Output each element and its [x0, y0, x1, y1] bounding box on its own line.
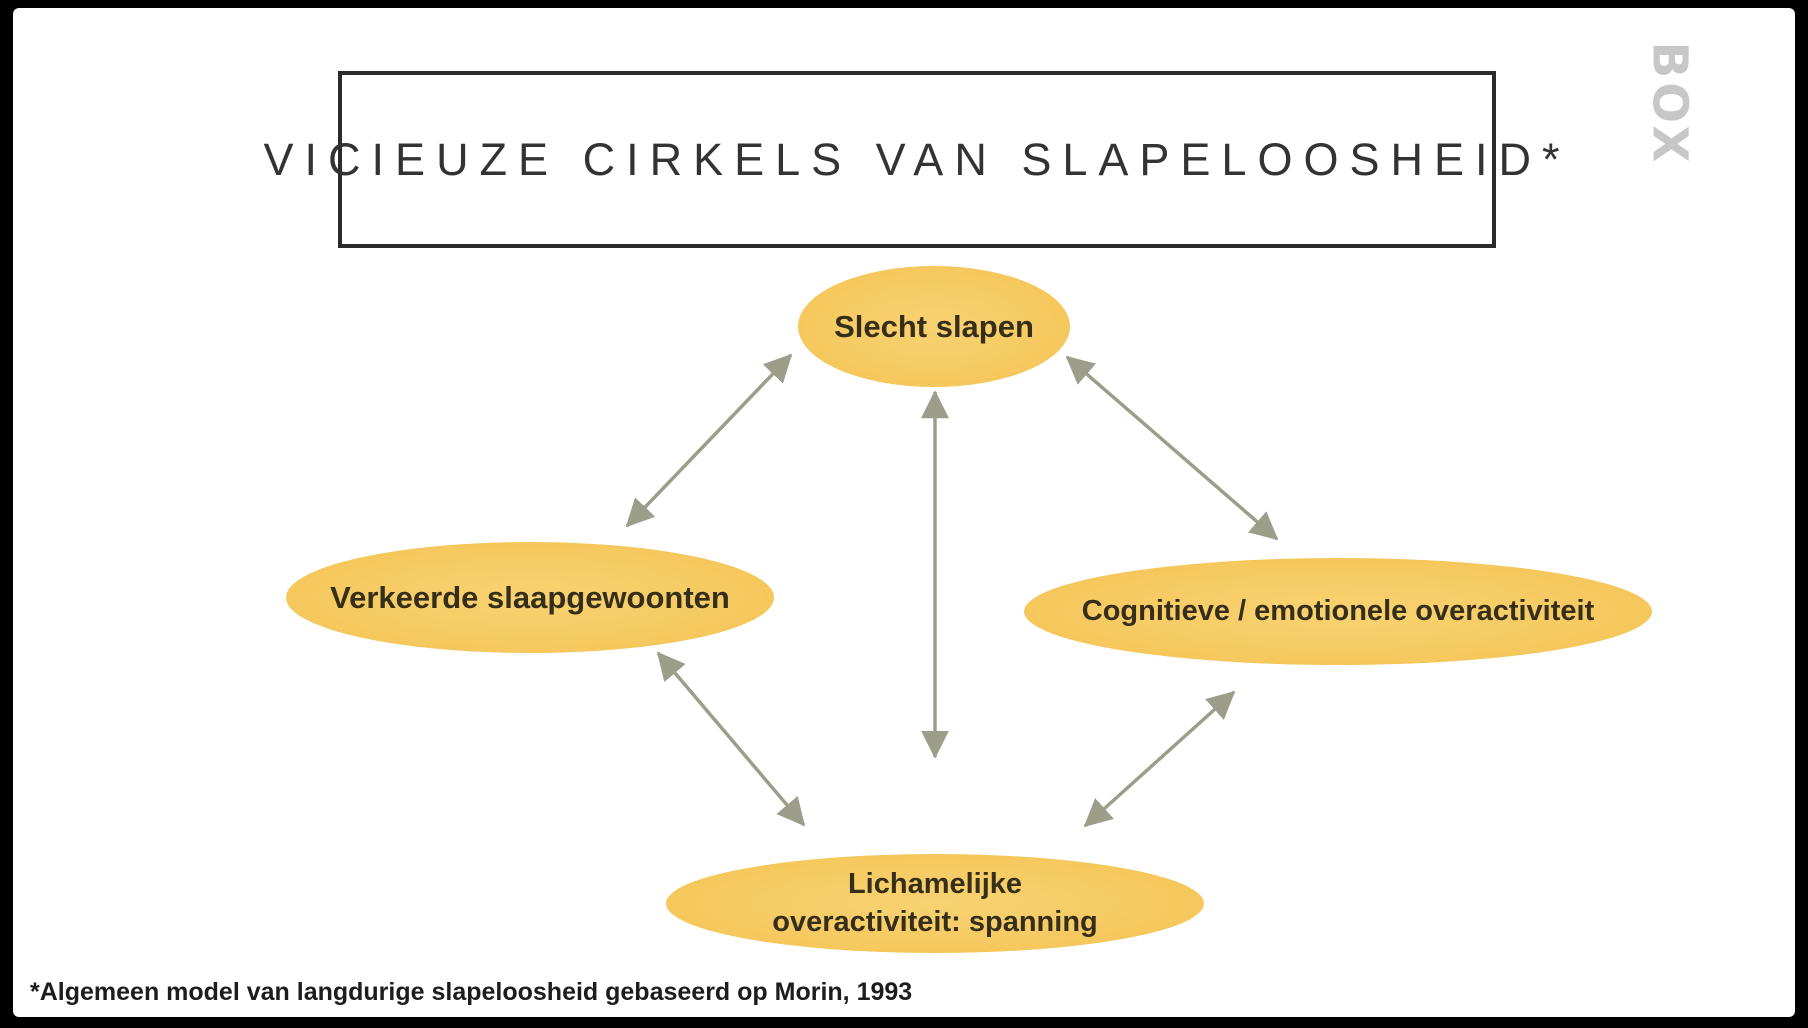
node-cognitieve-emotionele-overactiviteit: Cognitieve / emotionele overactiviteit	[1024, 558, 1652, 665]
footnote: *Algemeen model van langdurige slapeloos…	[30, 978, 913, 1006]
arrow-slecht-verkeerde	[625, 353, 793, 528]
box-logo: BOX	[1624, 42, 1714, 167]
title-box: VICIEUZE CIRKELS VAN SLAPELOOSHEID*	[264, 71, 1559, 248]
node-verkeerde-slaapgewoonten: Verkeerde slaapgewoonten	[286, 542, 774, 653]
node-lichamelijke-overactiviteit: Lichamelijke overactiviteit: spanning	[666, 854, 1204, 953]
arrow-cognitieve-lichamelijke	[1083, 690, 1236, 828]
node-label: Slecht slapen	[834, 308, 1034, 344]
node-label: Verkeerde slaapgewoonten	[330, 579, 730, 615]
node-label-line-1: Lichamelijke	[847, 868, 1023, 901]
node-slecht-slapen: Slecht slapen	[798, 266, 1070, 387]
slide-title: VICIEUZE CIRKELS VAN SLAPELOOSHEID*	[263, 133, 1571, 185]
node-label: Cognitieve / emotionele overactiviteit	[1081, 595, 1595, 627]
box-logo-text: BOX	[1641, 41, 1697, 167]
arrow-verkeerde-lichamelijke	[656, 651, 806, 827]
node-label-line-2: overactiviteit: spanning	[772, 905, 1098, 938]
arrow-slecht-cognitieve	[1065, 355, 1279, 541]
